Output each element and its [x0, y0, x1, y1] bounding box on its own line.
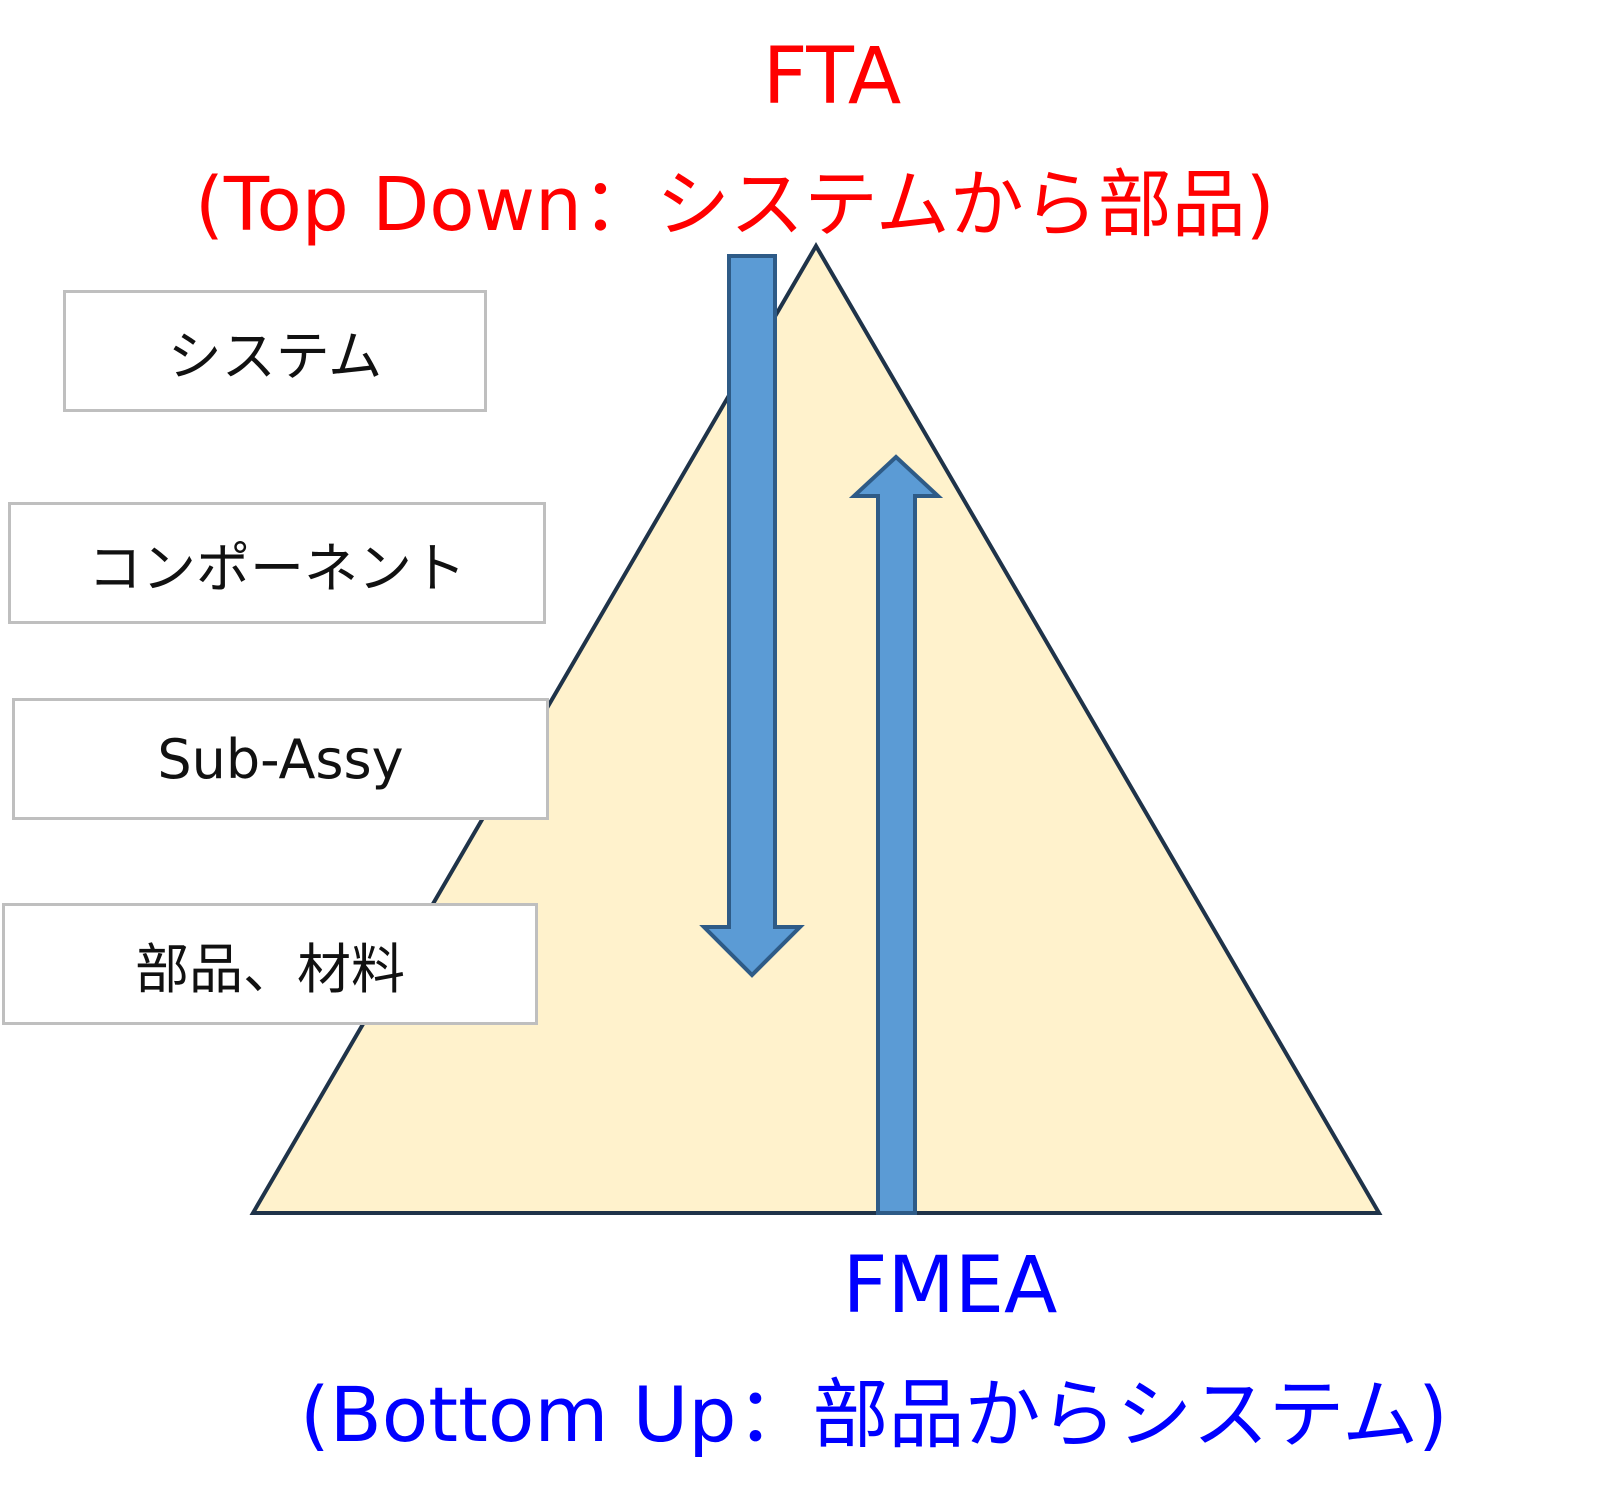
level-box-component: コンポーネント [8, 502, 546, 624]
level-box-system: システム [63, 290, 487, 412]
fmea-subtitle: (Bottom Up：部品からシステム) [300, 1370, 1448, 1459]
fmea-title: FMEA [842, 1241, 1058, 1331]
fta-down-arrow [699, 254, 805, 978]
level-box-parts-materials: 部品、材料 [2, 903, 538, 1025]
level-box-sub-assy: Sub-Assy [12, 698, 549, 820]
fta-title: FTA [762, 32, 902, 122]
fmea-up-arrow [848, 454, 944, 1215]
fta-subtitle: (Top Down：システムから部品) [195, 162, 1275, 248]
